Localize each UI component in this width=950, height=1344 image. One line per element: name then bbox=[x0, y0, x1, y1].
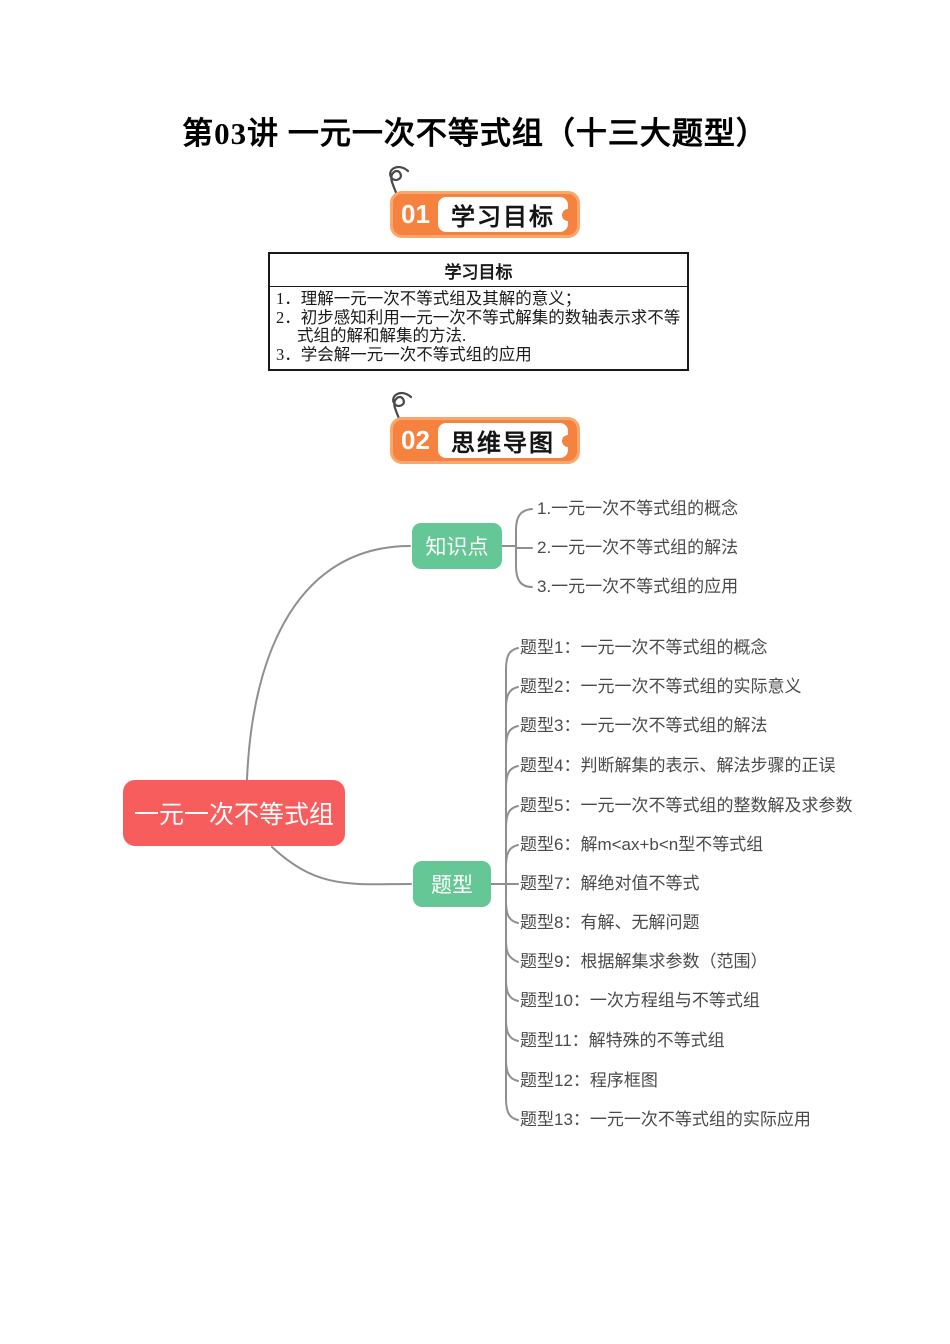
section-label: 思维导图 bbox=[438, 423, 574, 458]
knowledge-item: 1.一元一次不等式组的概念 bbox=[537, 499, 739, 518]
type-item: 题型4：判断解集的表示、解法步骤的正误 bbox=[520, 756, 836, 775]
mindmap-types-node: 题型 bbox=[413, 861, 491, 907]
type-item: 题型9：根据解集求参数（范围） bbox=[520, 952, 768, 971]
objective-line: 1．理解一元一次不等式组及其解的意义； bbox=[276, 289, 582, 308]
mindmap-root-node: 一元一次不等式组 bbox=[123, 780, 345, 846]
type-item: 题型6：解m<ax+b<n型不等式组 bbox=[520, 835, 764, 854]
type-item: 题型2：一元一次不等式组的实际意义 bbox=[520, 677, 802, 696]
badge-notch bbox=[562, 434, 574, 447]
type-item: 题型8：有解、无解问题 bbox=[520, 913, 700, 932]
knowledge-item: 2.一元一次不等式组的解法 bbox=[537, 538, 739, 557]
objective-line: 3．学会解一元一次不等式组的应用 bbox=[276, 344, 532, 364]
type-item: 题型7：解绝对值不等式 bbox=[520, 874, 700, 893]
type-item: 题型5：一元一次不等式组的整数解及求参数 bbox=[520, 796, 853, 815]
section-number: 01 bbox=[401, 199, 430, 229]
badge-notch bbox=[562, 208, 574, 221]
section-badge-01: 01 学习目标 bbox=[390, 191, 580, 238]
type-item: 题型1：一元一次不等式组的概念 bbox=[520, 638, 768, 657]
page-title: 第03讲 一元一次不等式组（十三大题型） bbox=[182, 116, 768, 151]
type-item: 题型10：一次方程组与不等式组 bbox=[520, 991, 760, 1010]
section-label-text: 思维导图 bbox=[451, 430, 555, 457]
objectives-table-header: 学习目标 bbox=[270, 254, 687, 287]
section-badge-02: 02 思维导图 bbox=[390, 417, 580, 464]
section-label-text: 学习目标 bbox=[451, 204, 555, 231]
type-item: 题型13：一元一次不等式组的实际应用 bbox=[520, 1110, 811, 1129]
mindmap-knowledge-node: 知识点 bbox=[412, 523, 502, 569]
section-number: 02 bbox=[401, 425, 430, 455]
type-item: 题型12：程序框图 bbox=[520, 1071, 658, 1090]
objectives-table: 学习目标 1．理解一元一次不等式组及其解的意义； 2．初步感知利用一元一次不等式… bbox=[268, 252, 689, 371]
type-item: 题型3：一元一次不等式组的解法 bbox=[520, 716, 768, 735]
objectives-table-body: 1．理解一元一次不等式组及其解的意义； 2．初步感知利用一元一次不等式解集的数轴… bbox=[270, 287, 687, 369]
type-item: 题型11：解特殊的不等式组 bbox=[520, 1031, 725, 1050]
objective-line: 式组的解和解集的方法. bbox=[297, 326, 467, 345]
knowledge-item: 3.一元一次不等式组的应用 bbox=[537, 577, 739, 596]
section-label: 学习目标 bbox=[438, 197, 574, 232]
objective-line: 2．初步感知利用一元一次不等式解集的数轴表示求不等 bbox=[276, 307, 681, 327]
